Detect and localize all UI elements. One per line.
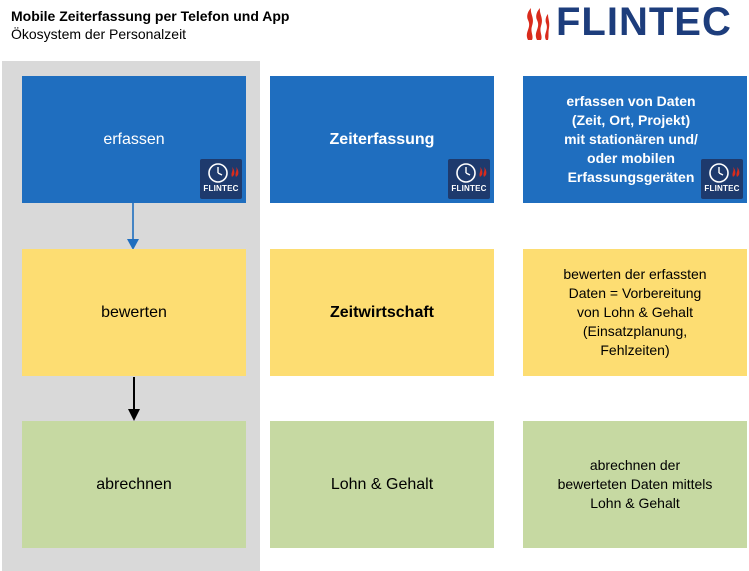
box-erfassen-description-text: erfassen von Daten (Zeit, Ort, Projekt) … xyxy=(564,93,698,185)
box-abrechnen-description-text: abrechnen der bewerteten Daten mittels L… xyxy=(557,457,713,511)
box-bewerten: bewerten xyxy=(22,249,246,376)
box-erfassen: erfassen FLINTEC xyxy=(22,76,246,203)
arrow-down-black xyxy=(128,377,140,421)
flintec-clock-badge: FLINTEC xyxy=(701,159,743,199)
box-zeiterfassung: Zeiterfassung FLINTEC xyxy=(270,76,494,203)
badge-label: FLINTEC xyxy=(704,184,740,193)
clock-icon xyxy=(709,163,740,183)
badge-label: FLINTEC xyxy=(203,184,239,193)
box-bewerten-description-text: bewerten der erfassten Daten = Vorbereit… xyxy=(563,266,707,358)
page-title: Mobile Zeiterfassung per Telefon und App xyxy=(11,8,290,24)
box-abrechnen: abrechnen xyxy=(22,421,246,548)
box-erfassen-description: erfassen von Daten (Zeit, Ort, Projekt) … xyxy=(523,76,747,203)
flintec-clock-badge: FLINTEC xyxy=(448,159,490,199)
flame-icon xyxy=(526,8,550,40)
box-abrechnen-label: abrechnen xyxy=(96,476,172,493)
box-abrechnen-description: abrechnen der bewerteten Daten mittels L… xyxy=(523,421,747,548)
logo-text: FLINTEC xyxy=(556,0,732,44)
arrow-down-blue xyxy=(127,203,139,250)
badge-label: FLINTEC xyxy=(451,184,487,193)
clock-icon xyxy=(208,163,239,183)
box-lohn-gehalt: Lohn & Gehalt xyxy=(270,421,494,548)
box-zeitwirtschaft: Zeitwirtschaft xyxy=(270,249,494,376)
flintec-logo: FLINTEC xyxy=(522,0,747,46)
box-erfassen-label: erfassen xyxy=(103,131,165,148)
box-zeitwirtschaft-label: Zeitwirtschaft xyxy=(329,304,434,321)
box-lohn-gehalt-label: Lohn & Gehalt xyxy=(330,476,434,493)
box-zeiterfassung-label: Zeiterfassung xyxy=(329,131,435,148)
page-subtitle: Ökosystem der Personalzeit xyxy=(11,26,187,42)
box-bewerten-label: bewerten xyxy=(101,304,167,321)
flintec-clock-badge: FLINTEC xyxy=(200,159,242,199)
box-bewerten-description: bewerten der erfassten Daten = Vorbereit… xyxy=(523,249,747,376)
clock-icon xyxy=(456,163,487,183)
